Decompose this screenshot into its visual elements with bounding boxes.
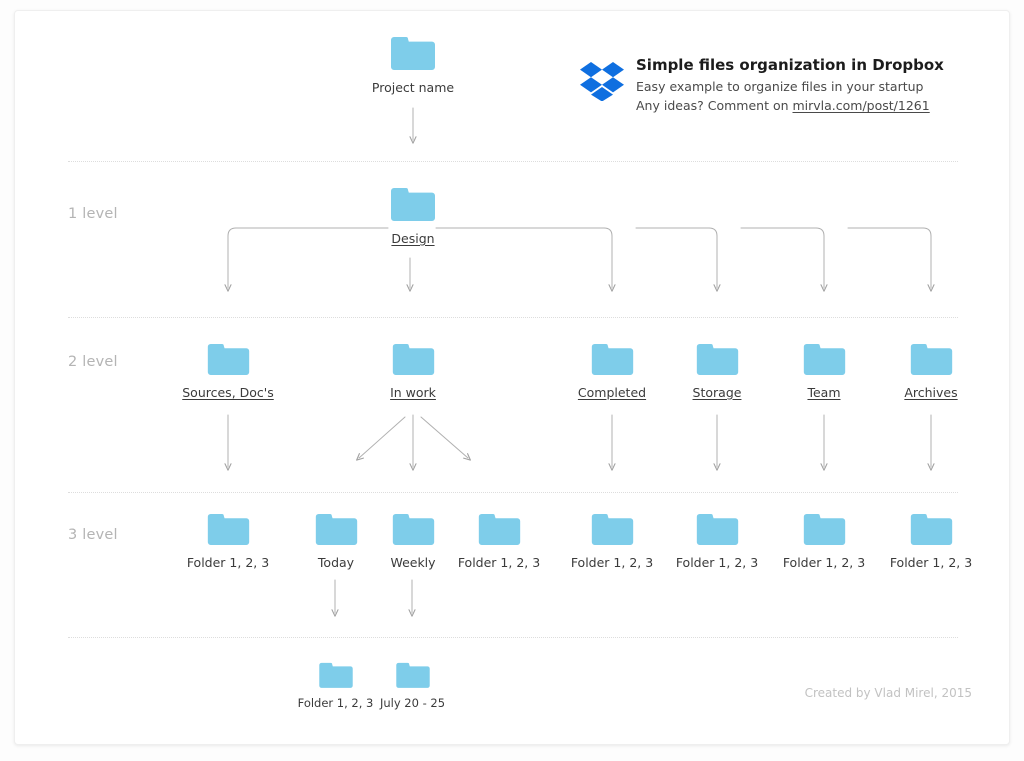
- node-label: Storage: [692, 385, 742, 400]
- node-label: Archives: [904, 385, 958, 400]
- header-comment-prefix: Any ideas? Comment on: [636, 98, 793, 114]
- node-completed[interactable]: Completed: [552, 339, 672, 401]
- node-label: Folder 1, 2, 3: [889, 555, 973, 570]
- folder-icon: [696, 343, 738, 375]
- folder-icon: [395, 662, 430, 688]
- level-separator-2: [68, 317, 958, 318]
- level-separator-4: [68, 637, 958, 638]
- folder-icon: [696, 513, 738, 545]
- node-design[interactable]: Design: [353, 183, 473, 247]
- node-label: Completed: [577, 385, 647, 400]
- node-label: Folder 1, 2, 3: [570, 555, 654, 570]
- node-label: Folder 1, 2, 3: [457, 555, 541, 570]
- folder-icon: [391, 37, 435, 70]
- node-l3-completed-folders[interactable]: Folder 1, 2, 3: [552, 509, 672, 571]
- node-label: Folder 1, 2, 3: [297, 696, 374, 710]
- node-l3-sources-folders[interactable]: Folder 1, 2, 3: [168, 509, 288, 571]
- level-separator-3: [68, 492, 958, 493]
- folder-icon: [910, 513, 952, 545]
- node-l4-today-folders[interactable]: Folder 1, 2, 3: [283, 659, 388, 711]
- folder-icon: [478, 513, 520, 545]
- node-weekly[interactable]: Weekly: [353, 509, 473, 571]
- folder-icon: [392, 513, 434, 545]
- node-l3-storage-folders[interactable]: Folder 1, 2, 3: [657, 509, 777, 571]
- diagram-card: [14, 10, 1010, 745]
- node-july-20-25[interactable]: July 20 - 25: [360, 659, 465, 711]
- node-label: Folder 1, 2, 3: [186, 555, 270, 570]
- header-text-group: Simple files organization in Dropbox Eas…: [636, 55, 944, 116]
- folder-icon: [207, 513, 249, 545]
- header-title: Simple files organization in Dropbox: [636, 56, 944, 74]
- node-storage[interactable]: Storage: [657, 339, 777, 401]
- level-label-2: 2 level: [68, 354, 118, 370]
- header-comment-line: Any ideas? Comment on mirvla.com/post/12…: [636, 96, 944, 115]
- node-in-work[interactable]: In work: [353, 339, 473, 401]
- dropbox-logo-icon: [580, 61, 624, 105]
- folder-icon: [392, 343, 434, 375]
- node-l3-archives-folders[interactable]: Folder 1, 2, 3: [871, 509, 991, 571]
- node-sources-docs[interactable]: Sources, Doc's: [168, 339, 288, 401]
- level-label-1: 1 level: [68, 206, 118, 222]
- level-label-3: 3 level: [68, 527, 118, 543]
- node-archives[interactable]: Archives: [871, 339, 991, 401]
- node-label: Design: [391, 231, 435, 246]
- header-post-link[interactable]: mirvla.com/post/1261: [792, 98, 930, 114]
- node-label: July 20 - 25: [379, 696, 446, 710]
- node-team[interactable]: Team: [764, 339, 884, 401]
- node-project-name[interactable]: Project name: [353, 32, 473, 96]
- node-label: Project name: [371, 80, 455, 95]
- node-label: Sources, Doc's: [182, 385, 274, 400]
- folder-icon: [591, 343, 633, 375]
- node-label: Team: [807, 385, 841, 400]
- folder-icon: [318, 662, 353, 688]
- folder-icon: [803, 343, 845, 375]
- level-separator-1: [68, 161, 958, 162]
- node-l3-team-folders[interactable]: Folder 1, 2, 3: [764, 509, 884, 571]
- folder-icon: [391, 188, 435, 221]
- folder-icon: [910, 343, 952, 375]
- node-label: Folder 1, 2, 3: [782, 555, 866, 570]
- node-label: Today: [317, 555, 355, 570]
- folder-icon: [315, 513, 357, 545]
- header-subtitle: Easy example to organize files in your s…: [636, 78, 924, 94]
- folder-icon: [803, 513, 845, 545]
- node-label: In work: [390, 385, 436, 400]
- node-label: Weekly: [390, 555, 436, 570]
- node-today[interactable]: Today: [276, 509, 396, 571]
- folder-icon: [207, 343, 249, 375]
- folder-icon: [591, 513, 633, 545]
- node-l3-inwork-folders[interactable]: Folder 1, 2, 3: [439, 509, 559, 571]
- node-label: Folder 1, 2, 3: [675, 555, 759, 570]
- credit-text: Created by Vlad Mirel, 2015: [804, 686, 972, 700]
